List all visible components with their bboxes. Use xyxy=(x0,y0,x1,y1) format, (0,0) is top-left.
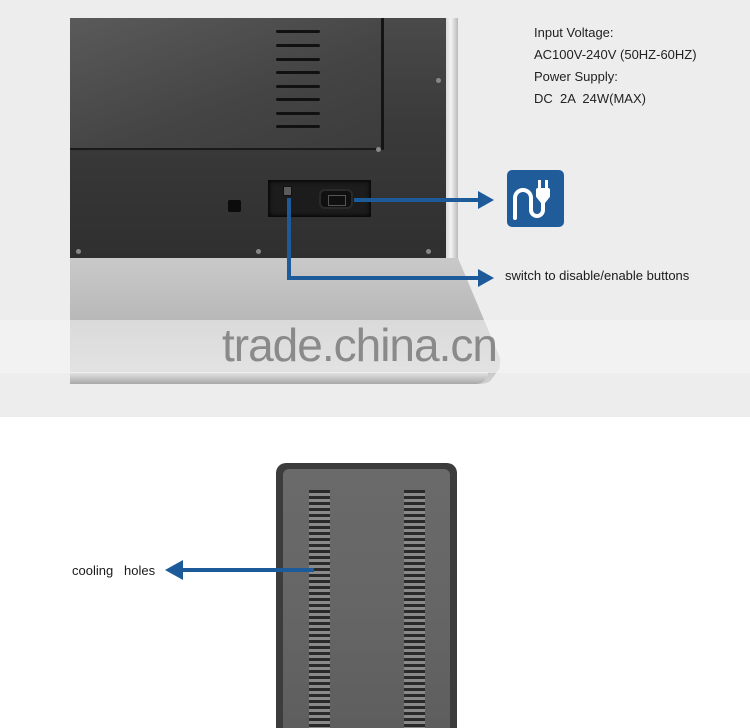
power-plug-icon xyxy=(507,170,564,227)
switch-arrow-vertical xyxy=(287,198,291,280)
vent-slot xyxy=(276,71,320,74)
cooling-holes-left xyxy=(309,490,330,728)
cooling-arrow-line xyxy=(180,568,314,572)
button-disable-switch[interactable] xyxy=(283,186,292,196)
vent-slot xyxy=(276,112,320,115)
vent-slot xyxy=(276,30,320,33)
screw xyxy=(436,78,441,83)
screw xyxy=(76,249,81,254)
vent-slot xyxy=(276,125,320,128)
power-arrow-line xyxy=(354,198,480,202)
base-lip xyxy=(70,372,488,384)
watermark-band xyxy=(0,320,750,373)
arrow-right-icon xyxy=(478,191,494,209)
ac-power-socket xyxy=(319,189,353,209)
screw xyxy=(426,249,431,254)
switch-arrow-line xyxy=(287,276,480,280)
upper-cover-plate xyxy=(70,18,384,150)
screw xyxy=(256,249,261,254)
watermark-text: trade.china.cn xyxy=(222,319,498,371)
arrow-left-icon xyxy=(165,560,183,580)
kiosk-back-panel xyxy=(70,18,446,258)
screw xyxy=(376,147,381,152)
vent-slot xyxy=(276,85,320,88)
power-supply-label: Power Supply: xyxy=(534,69,618,84)
vent-slot xyxy=(276,98,320,101)
cooling-holes-right xyxy=(404,490,425,728)
switch-label: switch to disable/enable buttons xyxy=(505,268,690,283)
knockout-hole xyxy=(228,200,241,212)
arrow-right-icon xyxy=(478,269,494,287)
input-voltage-value: AC100V-240V (50HZ-60HZ) xyxy=(534,47,697,62)
vent-slot xyxy=(276,58,320,61)
vent-slot xyxy=(276,44,320,47)
power-supply-value: DC 2A 24W(MAX) xyxy=(534,91,646,106)
input-voltage-label: Input Voltage: xyxy=(534,25,614,40)
side-edge-strip xyxy=(446,18,458,258)
cooling-holes-label: cooling holes xyxy=(72,563,156,578)
